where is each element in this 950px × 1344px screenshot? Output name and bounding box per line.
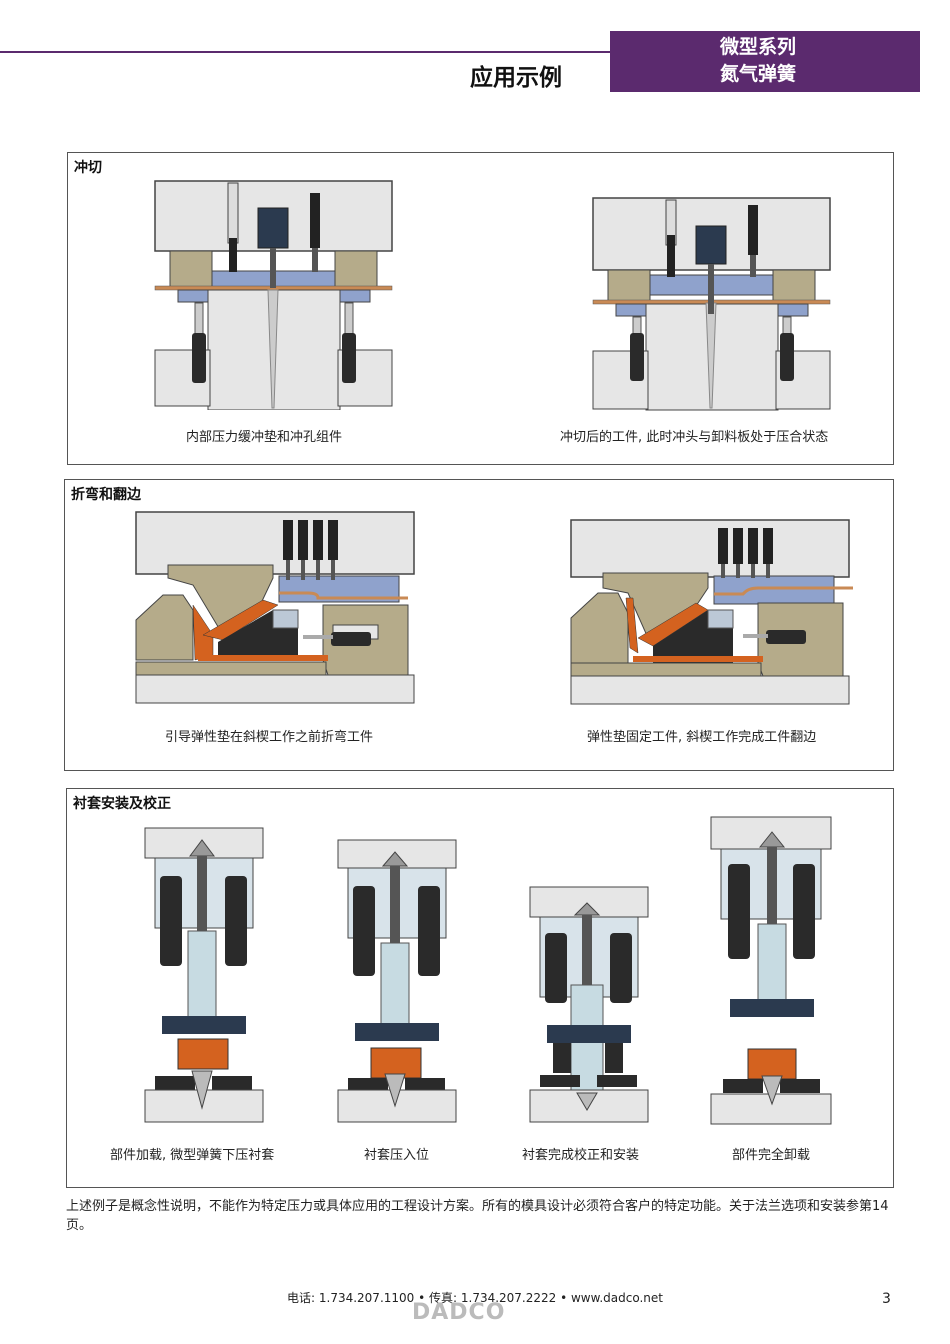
bushing-caption-3: 衬套完成校正和安装 (522, 1148, 640, 1163)
bushing-title: 衬套安装及校正 (73, 796, 171, 812)
bushing-panel: 衬套安装及校正 (66, 788, 894, 1188)
bushing-caption-4: 部件完全卸载 (732, 1148, 811, 1163)
punch-diagram-open (154, 180, 393, 410)
bend-title: 折弯和翻边 (71, 487, 141, 503)
bend-caption-1: 引导弹性垫在斜楔工作之前折弯工件 (165, 730, 374, 745)
bushing-caption-2: 衬套压入位 (364, 1148, 430, 1163)
bushing-diagram-1 (144, 827, 264, 1123)
bushing-diagram-4 (710, 816, 832, 1125)
bend-caption-2: 弹性垫固定工件, 斜楔工作完成工件翻边 (587, 730, 817, 745)
series-line-2: 氮气弹簧 (720, 63, 797, 85)
dadco-logo: DADCO (412, 1300, 506, 1325)
page-number: 3 (882, 1291, 891, 1307)
disclaimer-note: 上述例子是概念性说明，不能作为特定压力或具体应用的工程设计方案。所有的模具设计必… (66, 1199, 889, 1233)
bend-panel: 折弯和翻边 (64, 479, 894, 771)
punch-diagram-closed (592, 197, 831, 411)
punch-title: 冲切 (74, 160, 102, 176)
punch-caption-2: 冲切后的工件, 此时冲头与卸料板处于压合状态 (560, 430, 829, 445)
bushing-diagram-2 (337, 839, 457, 1123)
series-line-1: 微型系列 (720, 36, 797, 58)
bushing-diagram-3 (529, 886, 649, 1123)
bend-diagram-before (135, 511, 415, 704)
bend-diagram-after (570, 519, 853, 705)
punch-panel: 冲切 (67, 152, 894, 465)
header-rule (0, 51, 612, 53)
punch-caption-1: 内部压力缓冲垫和冲孔组件 (186, 430, 343, 445)
bushing-caption-1: 部件加载, 微型弹簧下压衬套 (110, 1148, 275, 1163)
footer-contact: 电话: 1.734.207.1100 • 传真: 1.734.207.2222 … (287, 1291, 663, 1305)
page-title: 应用示例 (470, 65, 562, 91)
series-badge: 微型系列 氮气弹簧 (610, 31, 920, 92)
